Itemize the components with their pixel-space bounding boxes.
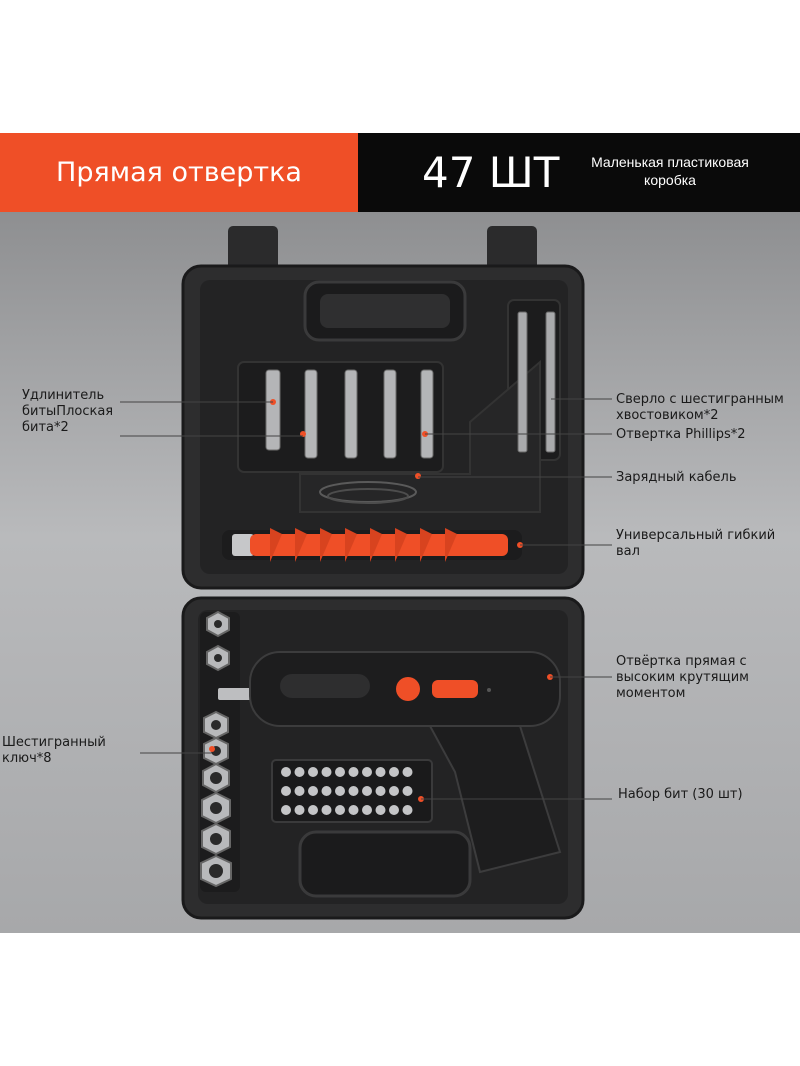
label-hex-drill: Сверло с шестигранным хвостовиком*2 (616, 392, 784, 423)
callout-lines (120, 398, 612, 800)
bit-head (389, 805, 399, 815)
bit-head (348, 767, 359, 777)
box-type-label: Маленькая пластиковая коробка (591, 154, 749, 188)
bit-tray (271, 759, 433, 823)
label-bit-set: Набор бит (30 шт) (618, 787, 743, 802)
tool-case-illustration (120, 226, 612, 920)
bit-head (321, 767, 332, 777)
bit-head (348, 786, 359, 796)
bit-head (402, 767, 413, 777)
bit-head (294, 786, 305, 796)
flat-bits (265, 369, 434, 459)
drill-bits (517, 311, 556, 453)
label-hex-key: Шестигранный ключ*8 (2, 735, 106, 766)
bit-head (321, 805, 332, 815)
piece-count: 47 ШТ (422, 148, 560, 197)
bit-head (335, 767, 345, 777)
hex-marker (209, 746, 215, 752)
bit-head (308, 767, 318, 777)
flex-shaft (232, 528, 523, 562)
label-charging-cable: Зарядный кабель (616, 470, 737, 485)
header-banner: Прямая отвертка 47 ШТ Маленькая пластико… (0, 133, 800, 212)
bit-head (294, 805, 305, 815)
product-title: Прямая отвертка (0, 133, 358, 212)
bit-head (321, 786, 332, 796)
bit-head (362, 786, 372, 796)
bit-head (375, 786, 386, 796)
bit-head (294, 767, 305, 777)
bit-head (335, 786, 345, 796)
bit-head (375, 805, 386, 815)
bit-head (281, 767, 291, 777)
bit-head (281, 805, 291, 815)
label-screwdriver: Отвёртка прямая с высоким крутящим момен… (616, 654, 749, 701)
header-dark-panel: 47 ШТ Маленькая пластиковая коробка (358, 133, 800, 212)
label-flex-shaft: Универсальный гибкий вал (616, 528, 776, 559)
product-photo: Удлинитель битыПлоская бита*2 Сверло с ш… (0, 212, 800, 933)
label-phillips: Отвертка Phillips*2 (616, 427, 746, 442)
bit-head (308, 805, 318, 815)
bit-head (402, 786, 413, 796)
bit-head (389, 767, 399, 777)
bit-head (362, 805, 372, 815)
bit-head (281, 786, 291, 796)
bit-head (348, 805, 359, 815)
bit-head (375, 767, 386, 777)
bit-head (308, 786, 318, 796)
bit-head (362, 767, 372, 777)
bit-head (402, 805, 413, 815)
bit-head (389, 786, 399, 796)
label-extension-bits: Удлинитель битыПлоская бита*2 (22, 388, 114, 435)
bit-head (335, 805, 345, 815)
